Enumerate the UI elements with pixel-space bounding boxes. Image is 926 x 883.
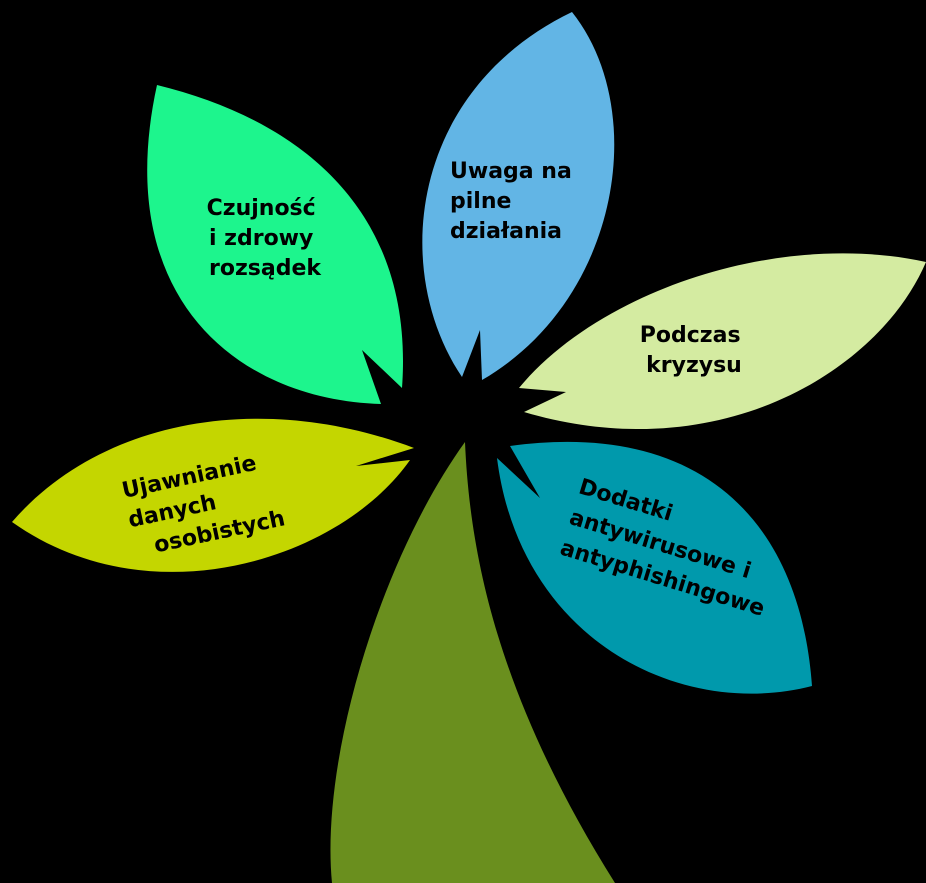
petal-dodatki: Dodatki antywirusowe i antyphishingowe (497, 441, 812, 694)
petal-podczas-label: Podczas kryzysu (640, 323, 748, 378)
petal-ujawnianie: Ujawnianie danych osobistych (12, 418, 414, 572)
petal-ujawnianie-shape (12, 418, 414, 572)
petal-czujnosc-shape (147, 85, 404, 404)
petal-uwaga-shape (422, 12, 615, 380)
petal-czujnosc: Czujność i zdrowy rozsądek (147, 85, 404, 404)
petal-czujnosc-label: Czujność i zdrowy rozsądek (207, 196, 324, 281)
petal-uwaga-label: Uwaga na pilne działania (450, 159, 579, 244)
petal-uwaga: Uwaga na pilne działania (422, 12, 615, 380)
flower-stem (330, 442, 615, 883)
petal-podczas: Podczas kryzysu (519, 253, 926, 430)
petal-dodatki-shape (497, 441, 812, 694)
petal-podczas-shape (519, 253, 926, 430)
